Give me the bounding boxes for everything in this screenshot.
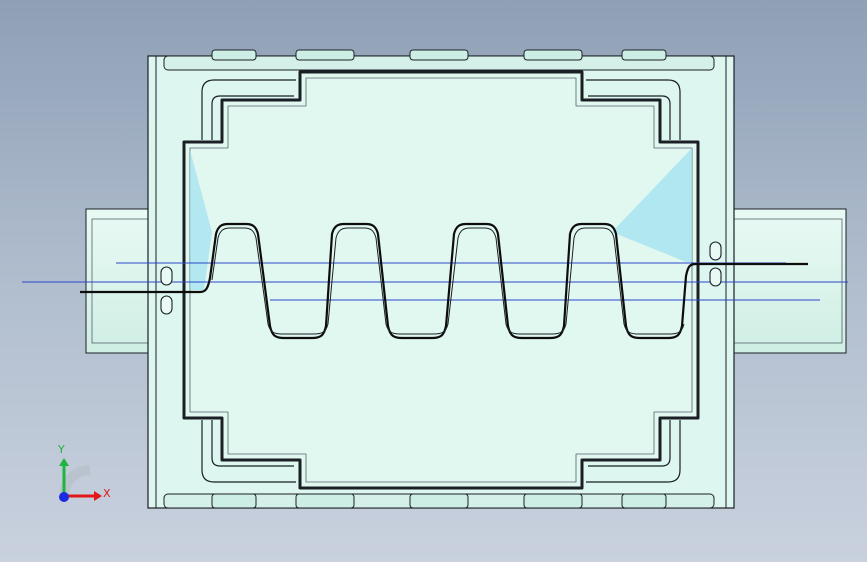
top-hinge-segments xyxy=(211,49,667,61)
triad-y-label: Y xyxy=(58,443,65,456)
slotted-holes[interactable] xyxy=(160,241,722,315)
right-highlight-face xyxy=(612,148,692,262)
left-side-boss[interactable] xyxy=(85,208,153,354)
wave-channel-inner xyxy=(211,227,685,335)
wave-channel-profile[interactable] xyxy=(80,222,808,340)
right-side-boss[interactable] xyxy=(733,208,847,354)
inner-cavity-offset xyxy=(189,77,693,483)
triad-x-label: X xyxy=(103,487,111,500)
bottom-hinge-segments xyxy=(211,493,667,509)
inner-cavity-outline[interactable] xyxy=(182,70,700,490)
left-highlight-face xyxy=(190,150,212,290)
corner-bracket-details xyxy=(201,79,681,483)
